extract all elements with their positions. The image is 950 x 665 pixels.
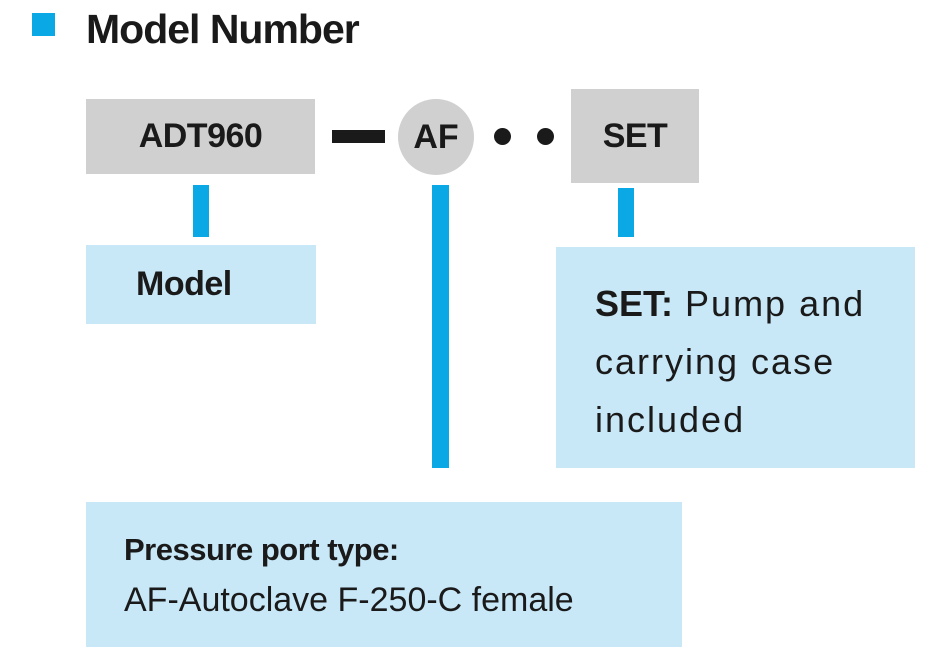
option-code-label: SET [602, 116, 668, 155]
port-code-label: AF [413, 117, 459, 156]
separator-dash [332, 130, 385, 143]
option-description-box: SET: Pump and carrying case included [556, 247, 915, 468]
option-code-box: SET [571, 89, 699, 183]
port-description-heading: Pressure port type: [124, 532, 399, 567]
port-connector-line [432, 185, 449, 468]
option-connector-line [618, 188, 634, 237]
separator-dot-2 [537, 128, 554, 145]
model-description-box: Model [86, 245, 316, 324]
page-title: Model Number [86, 6, 360, 52]
model-connector-line [193, 185, 209, 237]
model-code-box: ADT960 [86, 99, 315, 174]
option-description-label: SET: [595, 283, 674, 324]
port-description-value: AF-Autoclave F-250-C female [124, 581, 574, 619]
port-description-box: Pressure port type: AF-Autoclave F-250-C… [86, 502, 682, 647]
model-code-label: ADT960 [138, 117, 263, 155]
separator-dot-1 [494, 128, 511, 145]
title-bullet-square [32, 13, 55, 36]
option-description-text: Pump and carrying case included [595, 283, 866, 440]
model-description-text: Model [136, 265, 232, 303]
port-code-circle: AF [398, 99, 474, 175]
